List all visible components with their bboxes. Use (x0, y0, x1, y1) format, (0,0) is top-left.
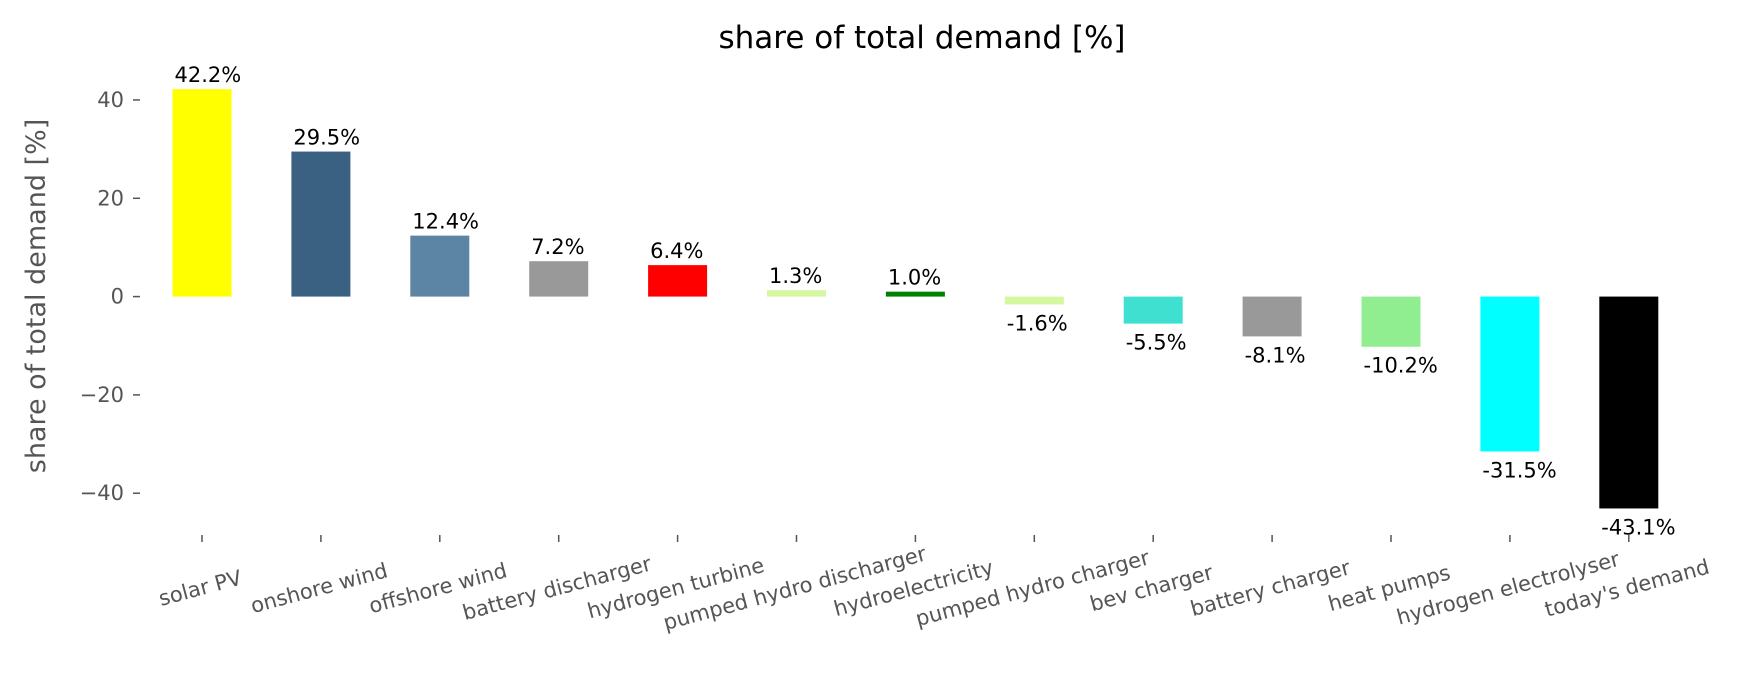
bar (172, 89, 232, 297)
bar (529, 261, 589, 297)
data-label: 12.4% (412, 210, 479, 234)
bar (291, 151, 351, 297)
data-label: 29.5% (293, 126, 360, 150)
bar (1242, 296, 1302, 337)
bar (1480, 296, 1540, 452)
data-label: -31.5% (1482, 458, 1556, 482)
bar (1599, 296, 1659, 509)
y-axis-label: share of total demand [%] (21, 119, 52, 474)
chart-title: share of total demand [%] (718, 20, 1125, 56)
data-label: -1.6% (1007, 311, 1068, 335)
y-tick-label: 20 (97, 186, 124, 210)
x-tick-label: battery charger (1188, 555, 1353, 621)
y-tick-label: −20 (80, 383, 124, 407)
bar (767, 290, 826, 297)
y-tick-label: 40 (97, 88, 124, 112)
bar (1123, 296, 1183, 324)
data-label: 1.3% (769, 264, 822, 288)
bar (885, 291, 945, 297)
data-label: 7.2% (531, 235, 584, 259)
data-label: -8.1% (1245, 343, 1306, 367)
y-tick-label: −40 (80, 481, 124, 505)
x-tick-label: solar PV (156, 566, 245, 611)
data-label: -43.1% (1601, 515, 1675, 539)
y-tick-label: 0 (111, 285, 124, 309)
data-label: 6.4% (650, 239, 703, 263)
bar (410, 235, 470, 297)
data-label: 42.2% (175, 63, 242, 87)
data-label: 1.0% (888, 266, 941, 290)
data-label: -10.2% (1364, 354, 1438, 378)
bar (648, 265, 708, 297)
bar (1004, 296, 1064, 305)
x-tick-label: onshore wind (248, 558, 390, 618)
bar (1361, 296, 1421, 347)
data-label: -5.5% (1126, 331, 1187, 355)
